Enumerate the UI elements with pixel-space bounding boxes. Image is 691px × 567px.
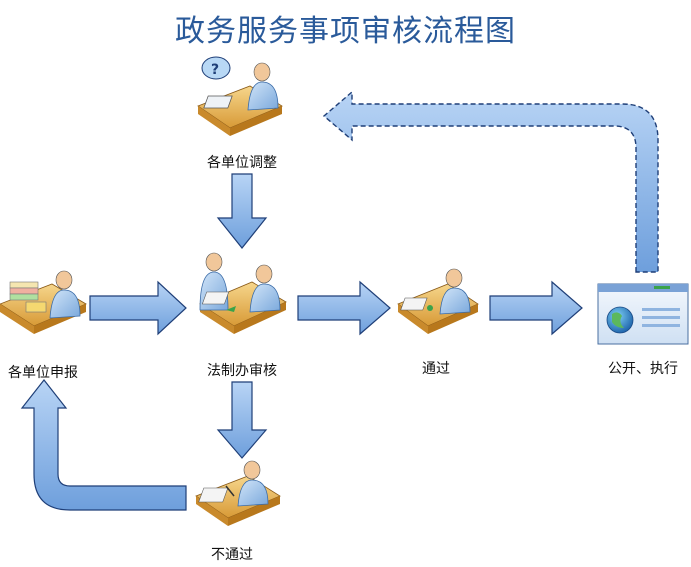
arrow-adjust-to-review	[216, 173, 268, 249]
arrow-review-to-pass	[297, 280, 391, 336]
node-label-report: 各单位申报	[8, 365, 78, 381]
person-writing-icon	[195, 460, 281, 526]
arrow-publish-to-adjust	[322, 90, 659, 273]
arrow-report-to-review	[89, 280, 187, 336]
arrow-reject-to-report	[20, 379, 187, 511]
person-phone-icon: ?	[197, 56, 283, 136]
web-page-globe-icon	[597, 283, 689, 345]
two-persons-meeting-icon	[199, 252, 287, 334]
node-label-adjust: 各单位调整	[207, 155, 277, 171]
node-label-publish: 公开、执行	[608, 361, 678, 377]
node-label-pass: 通过	[422, 361, 450, 377]
node-label-reject: 不通过	[211, 547, 253, 563]
svg-text:?: ?	[211, 62, 219, 78]
page-title: 政务服务事项审核流程图	[175, 14, 516, 49]
arrow-review-to-reject	[216, 381, 268, 459]
person-documents-icon	[0, 270, 87, 334]
person-approve-icon	[397, 268, 479, 334]
arrow-pass-to-publish	[489, 280, 583, 336]
node-label-review: 法制办审核	[207, 363, 277, 379]
